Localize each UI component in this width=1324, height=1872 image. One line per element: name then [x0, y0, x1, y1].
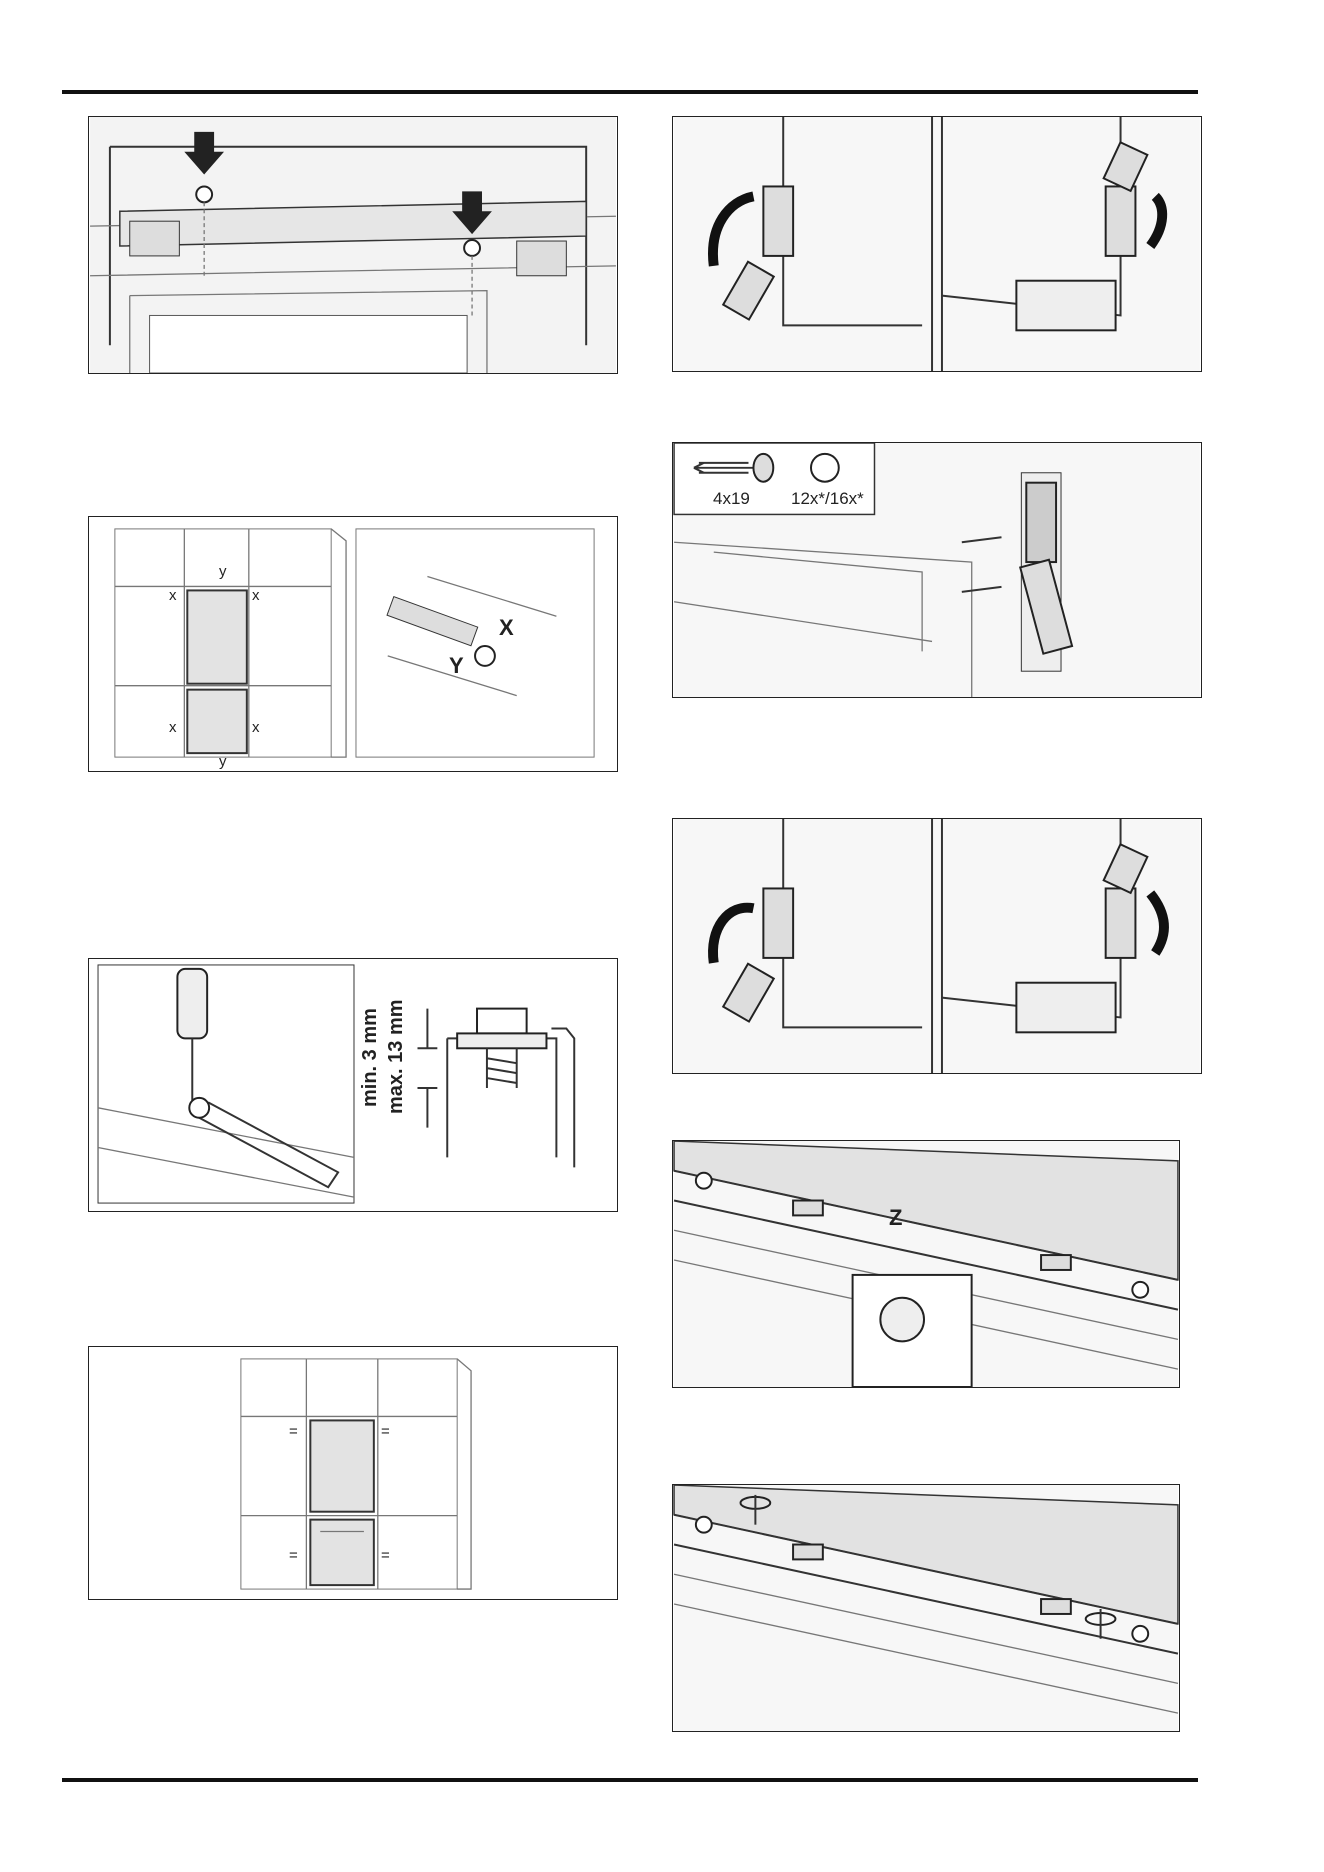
- equal-spacing-illustration: [89, 1347, 617, 1599]
- figure-screw-fixing: 4x19 12x*/16x*: [672, 442, 1202, 698]
- plinth-screws-illustration: [673, 1485, 1179, 1731]
- gap-label-x-right-top: x: [252, 587, 260, 604]
- figure-hinge-rotation-reverse: [672, 818, 1202, 1074]
- gap-label-y-top: y: [219, 563, 227, 580]
- figure-gap-diagram: y x x x x y X Y: [88, 516, 618, 772]
- gap-label-x-left-bottom: x: [169, 719, 177, 736]
- screw-size-label: 4x19: [713, 489, 750, 509]
- gap-label-X: X: [499, 615, 514, 641]
- top-bracket-illustration: [89, 117, 617, 373]
- equal-mark-right-top: =: [381, 1423, 390, 1440]
- figure-equal-spacing: = = = =: [88, 1346, 618, 1600]
- gap-label-Y: Y: [449, 653, 464, 679]
- hinge-rotation-reverse-illustration: [673, 819, 1201, 1073]
- gap-label-x-left-top: x: [169, 587, 177, 604]
- adjust-label-max: max. 13 mm: [385, 999, 408, 1114]
- figure-hinge-rotation: [672, 116, 1202, 372]
- figure-top-bracket: [88, 116, 618, 374]
- equal-mark-right-bottom: =: [381, 1547, 390, 1564]
- gap-label-x-right-bottom: x: [252, 719, 260, 736]
- figure-plinth-screws: [672, 1484, 1180, 1732]
- adjustment-illustration: [89, 959, 617, 1211]
- screw-fixing-illustration: [673, 443, 1201, 697]
- figure-adjustment: min. 3 mm max. 13 mm: [88, 958, 618, 1212]
- bottom-rule: [62, 1778, 1198, 1782]
- top-rule: [62, 90, 1198, 94]
- equal-mark-left-top: =: [289, 1423, 298, 1440]
- adjust-label-min: min. 3 mm: [359, 1008, 382, 1107]
- screw-bit-label: 12x*/16x*: [791, 489, 864, 509]
- plinth-z-illustration: [673, 1141, 1179, 1387]
- hinge-rotation-illustration: [673, 117, 1201, 371]
- gap-label-y-bottom: y: [219, 753, 227, 770]
- plinth-label-Z: Z: [889, 1205, 902, 1231]
- equal-mark-left-bottom: =: [289, 1547, 298, 1564]
- figure-plinth-z: Z: [672, 1140, 1180, 1388]
